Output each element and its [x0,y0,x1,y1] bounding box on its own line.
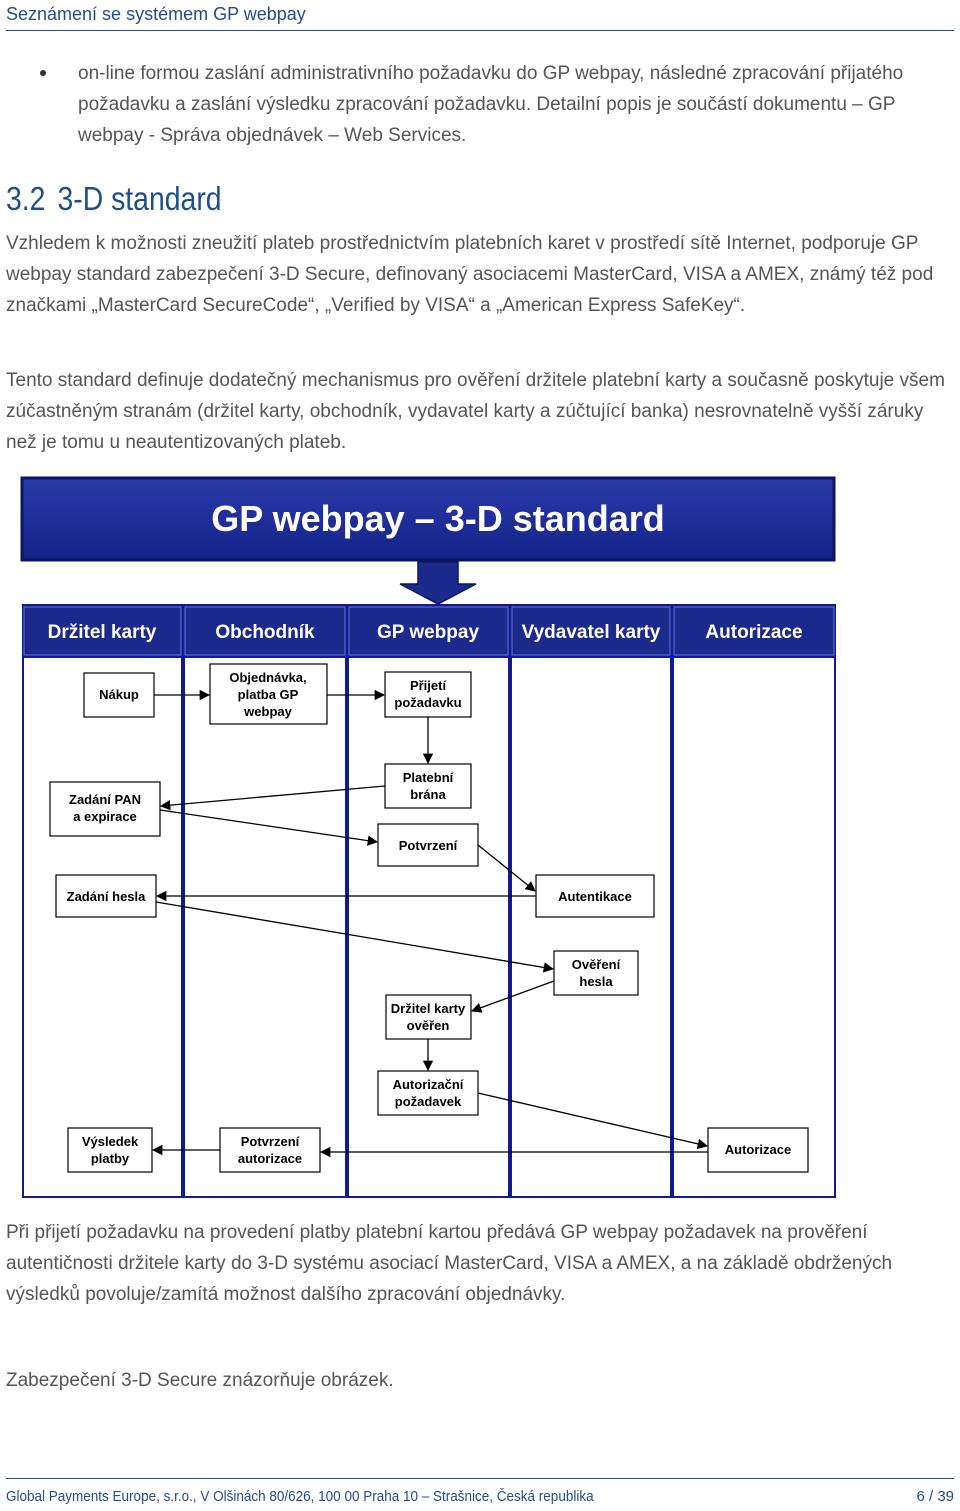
section-heading: 3.2 3-D standard [6,180,222,218]
label-objednavka-3: webpay [243,704,292,719]
bullet-dot-icon [40,70,46,76]
box-overeni-hesla [553,950,639,996]
label-autentikace: Autentikace [558,889,632,904]
paragraph-intro: Vzhledem k možnosti zneužití plateb pros… [6,233,934,316]
box-drzitel-overen [385,994,472,1040]
bullet-text: on-line formou zaslání administrativního… [78,63,904,146]
label-objednavka-2: platba GP [238,687,299,702]
column-headers: Držitel karty Obchodník GP webpay Vydava… [23,606,835,656]
label-overeni-hesla-1: Ověření [572,957,621,972]
diagram-title: GP webpay – 3-D standard [211,498,664,539]
label-objednavka-1: Objednávka, [229,670,306,685]
column-header-vydavatel: Vydavatel karty [522,622,661,643]
label-drzitel-overen-1: Držitel karty [391,1001,466,1016]
box-autorizace [707,1127,809,1173]
label-nakup: Nákup [99,687,139,702]
box-vysledek-platby [67,1127,153,1173]
header-divider [6,30,954,31]
page-header-title: Seznámení se systémem GP webpay [6,4,306,24]
paragraph-figure-note: Zabezpečení 3-D Secure znázorňuje obráze… [6,1370,394,1391]
bullet-item: on-line formou zaslání administrativního… [40,58,940,151]
label-vysledek-platby-1: Výsledek [82,1134,139,1149]
paragraph-process: Při přijetí požadavku na provedení platb… [6,1222,893,1305]
diagram-banner [20,476,836,562]
label-potvrzeni-autorizace-1: Potvrzení [241,1134,300,1149]
section-number: 3.2 [6,180,46,217]
section-title: 3-D standard [57,180,222,217]
label-zadani-pan-2: a expirace [73,809,137,824]
label-drzitel-overen-2: ověřen [407,1018,450,1033]
banner-down-arrow-icon [399,561,477,605]
footer-divider [6,1478,954,1479]
label-potvrzeni-autorizace-2: autorizace [238,1151,302,1166]
label-zadani-hesla: Zadání hesla [67,889,147,904]
label-autorizacni-pozadavek-2: požadavek [395,1094,462,1109]
label-vysledek-platby-2: platby [91,1151,130,1166]
label-platebni-brana-2: brána [410,787,446,802]
label-platebni-brana-1: Platební [403,770,454,785]
flow-arrows [151,689,709,1158]
box-potvrzeni-autorizace [219,1127,321,1173]
label-autorizacni-pozadavek-1: Autorizační [393,1077,464,1092]
paragraph-standard: Tento standard definuje dodatečný mechan… [6,370,945,453]
column-header-autorizace: Autorizace [705,622,802,643]
label-overeni-hesla-2: hesla [579,974,613,989]
column-header-obchodnik: Obchodník [215,622,315,643]
column-header-drzitel: Držitel karty [48,622,157,643]
label-prijeti-2: požadavku [394,695,461,710]
flow-diagram: GP webpay – 3-D standard Držitel karty O… [20,476,836,1198]
process-boxes [49,663,809,1173]
column-header-gpwebpay: GP webpay [377,622,480,643]
label-potvrzeni: Potvrzení [399,838,458,853]
box-objednavka [209,663,328,725]
box-zadani-hesla [55,874,157,918]
box-autentikace [535,874,655,918]
box-prijeti [384,671,472,718]
label-autorizace: Autorizace [725,1142,791,1157]
footer-page-number: 6 / 39 [916,1488,954,1505]
bullet-list: on-line formou zaslání administrativního… [40,58,940,151]
footer-company: Global Payments Europe, s.r.o., V Olšiná… [6,1488,594,1505]
label-zadani-pan-1: Zadání PAN [69,792,141,807]
box-autorizacni-pozadavek [377,1070,479,1116]
label-prijeti-1: Přijetí [410,678,447,693]
